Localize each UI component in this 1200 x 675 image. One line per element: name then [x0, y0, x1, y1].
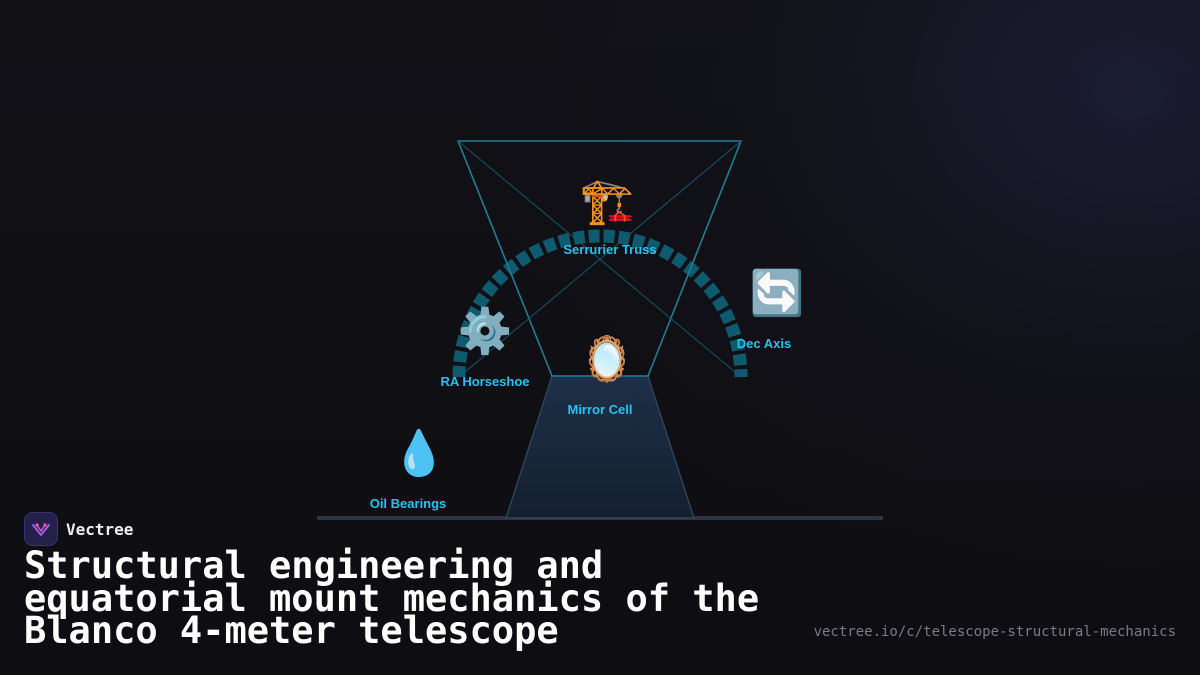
- ra-horseshoe-ring: [452, 229, 748, 378]
- source-url: vectree.io/c/telescope-structural-mechan…: [813, 624, 1176, 640]
- serrurier-truss-frame: [456, 140, 743, 377]
- dec-axis-label: Dec Axis: [736, 336, 792, 351]
- gear-icon: ⚙️: [457, 306, 513, 357]
- vectree-logo-icon: [24, 512, 58, 546]
- page-title: Structural engineering and equatorial mo…: [24, 544, 760, 652]
- mirror-icon: 🪞: [579, 334, 635, 385]
- oil-bearings-label: Oil Bearings: [369, 496, 447, 511]
- construction-crane-icon: 🏗️: [579, 176, 635, 227]
- brand-block: Vectree: [24, 512, 133, 546]
- mirror-cell-label: Mirror Cell: [567, 402, 633, 417]
- telescope-pier: [505, 375, 695, 519]
- rotate-arrows-icon: 🔄: [749, 268, 805, 319]
- ra-horseshoe-label: RA Horseshoe: [440, 374, 530, 389]
- serrurier-truss-label: Serrurier Truss: [563, 242, 657, 257]
- droplet-icon: 💧: [391, 428, 447, 479]
- truss-brace-right: [458, 140, 742, 378]
- brand-name: Vectree: [66, 519, 134, 539]
